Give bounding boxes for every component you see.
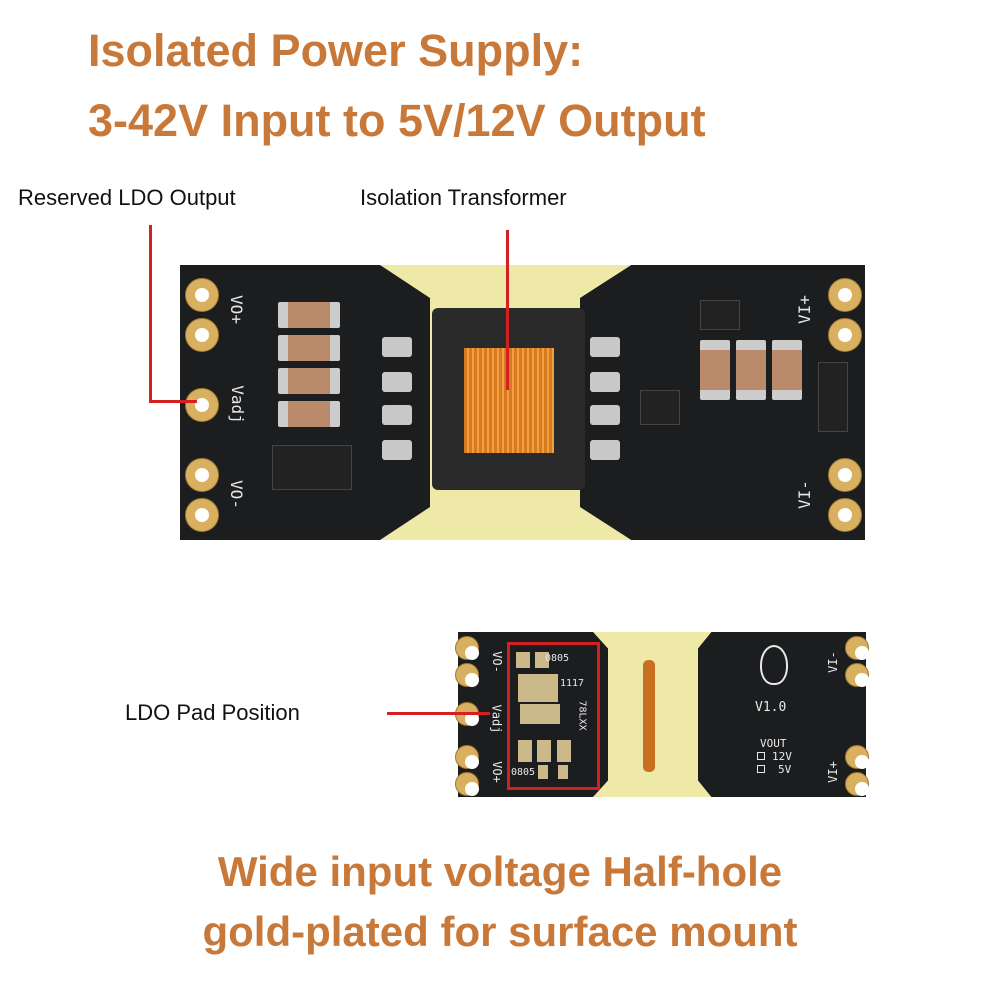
callout-ldo-output: Reserved LDO Output — [18, 185, 236, 210]
silk-vout: VOUT — [760, 737, 787, 750]
silk-vo-minus: VO- — [226, 480, 246, 509]
title-line-2: 3-42V Input to 5V/12V Output — [88, 95, 706, 146]
title-line-1: Isolated Power Supply: — [88, 25, 584, 76]
footer-line-1: Wide input voltage Half-hole — [217, 848, 783, 895]
silk-1117: 1117 — [560, 678, 585, 689]
silk-vo-plus: VO+ — [226, 295, 246, 324]
logo-icon — [760, 645, 788, 685]
silk-vi-plus-b: VI+ — [825, 761, 840, 783]
silk-vo-plus-b: VO+ — [489, 761, 504, 783]
callout-ldo-pad: LDO Pad Position — [125, 700, 300, 725]
ldo-pad-highlight — [507, 642, 600, 790]
silk-0805-b: 0805 — [511, 767, 536, 778]
silk-vadj-b: Vadj — [489, 704, 504, 734]
silk-version: V1.0 — [755, 700, 787, 715]
silk-5v: 5V — [778, 763, 792, 776]
footer-line-2: gold-plated for surface mount — [202, 908, 798, 955]
silk-vi-plus: VI+ — [794, 295, 814, 324]
silk-vadj: Vadj — [227, 385, 247, 424]
silk-vi-minus-b: VI- — [825, 651, 840, 673]
silk-vo-minus-b: VO- — [489, 651, 504, 673]
callout-transformer: Isolation Transformer — [360, 185, 567, 210]
silk-0805-a: 0805 — [545, 653, 570, 664]
silk-vi-minus: VI- — [794, 480, 814, 509]
silk-12v: 12V — [772, 750, 792, 763]
